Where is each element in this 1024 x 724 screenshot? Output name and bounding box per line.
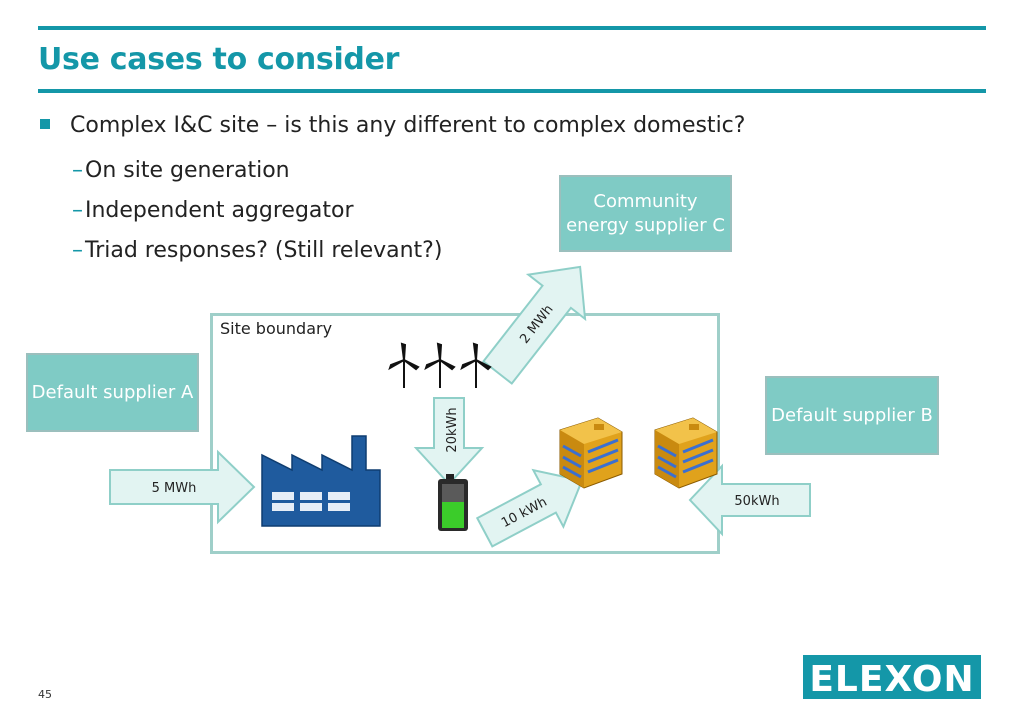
sub-bullet-triad: –Triad responses? (Still relevant?) [72,238,442,263]
dash-icon: – [72,198,83,223]
arrow-10kwh: 10 kWh [475,468,584,548]
sub-bullet-aggregator: –Independent aggregator [72,198,354,223]
arrow-50kwh-label: 50kWh [734,494,779,509]
office-building-icon [654,417,718,489]
office-building-icon [559,417,623,489]
arrow-5mwh: 5 MWh [109,449,256,525]
sub-bullet-text: On site generation [85,158,290,183]
sub-bullet-text: Triad responses? (Still relevant?) [85,238,443,263]
community-supplier-box: Community energy supplier C [559,175,732,252]
title-underline [38,89,986,93]
community-supplier-line2: energy supplier C [566,214,725,236]
sub-bullet-text: Independent aggregator [85,198,354,223]
elexon-logo: ELEXON [803,655,981,700]
supplier-a-box: Default supplier A [26,353,199,432]
site-boundary-label: Site boundary [220,319,333,338]
top-rule [38,26,986,30]
wind-turbine-icon [388,342,492,388]
arrow-2mwh: 2 MWh [482,265,587,385]
sub-bullet-generation: –On site generation [72,158,290,183]
supplier-b-label: Default supplier B [771,404,933,426]
main-bullet-text: Complex I&C site – is this any different… [70,113,746,138]
arrow-20kwh-label: 20kWh [445,407,460,452]
arrow-20kwh: 20kWh [413,397,485,486]
square-bullet-icon [40,119,50,129]
main-bullet: Complex I&C site – is this any different… [40,113,745,138]
dash-icon: – [72,158,83,183]
elexon-logo-text: ELEXON [809,659,974,700]
dash-icon: – [72,238,83,263]
arrow-5mwh-label: 5 MWh [152,481,197,496]
supplier-b-box: Default supplier B [765,376,939,455]
community-supplier-line1: Community [593,191,698,213]
page-number: 45 [38,688,52,701]
supplier-a-label: Default supplier A [31,381,194,403]
arrow-50kwh: 50kWh [688,463,811,537]
page-title: Use cases to consider [38,42,400,77]
battery-icon [438,474,468,531]
factory-icon [261,435,381,527]
